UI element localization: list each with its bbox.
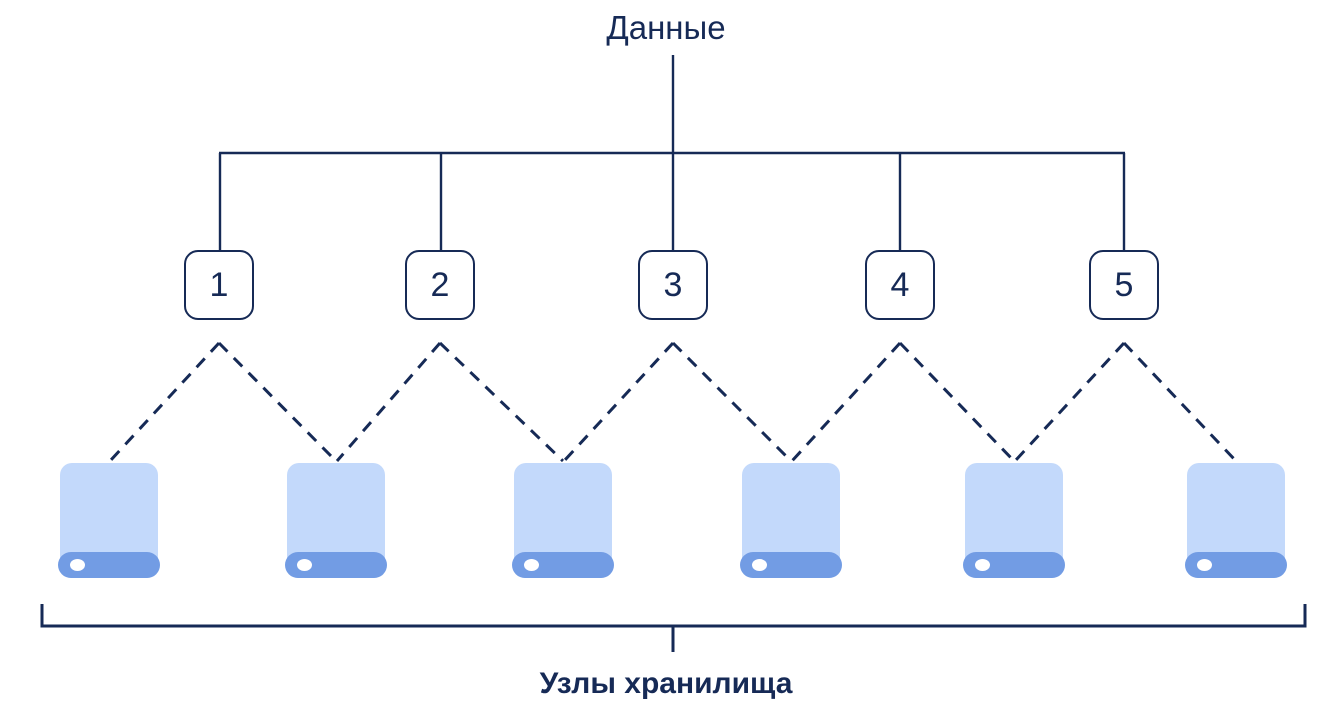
shard-box-label: 2: [430, 266, 450, 304]
link-5-a: [1013, 341, 1126, 463]
storage-node-2[interactable]: [285, 463, 387, 578]
storage-node-5[interactable]: [963, 463, 1065, 578]
data-bus: [218, 55, 1126, 250]
storage-node-led-icon: [1197, 559, 1212, 571]
link-1-b: [217, 341, 338, 463]
storage-node-6[interactable]: [1185, 463, 1287, 578]
storage-node-base: [512, 552, 614, 578]
storage-node-base: [1185, 552, 1287, 578]
bracket-path: [40, 604, 1307, 628]
link-3-b: [671, 341, 793, 463]
storage-node-led-icon: [297, 559, 312, 571]
shard-box-1[interactable]: 1: [184, 250, 254, 320]
shard-box-5[interactable]: 5: [1089, 250, 1159, 320]
storage-node-4[interactable]: [740, 463, 842, 578]
link-1-a: [108, 341, 221, 463]
link-4-a: [790, 341, 902, 463]
shard-box-3[interactable]: 3: [638, 250, 708, 320]
storage-node-led-icon: [524, 559, 539, 571]
link-2-b: [438, 341, 565, 463]
storage-group-caption: Узлы хранилища: [539, 667, 793, 700]
link-3-a: [562, 341, 675, 463]
shard-box-2[interactable]: 2: [405, 250, 475, 320]
shard-box-label: 3: [663, 266, 683, 304]
storage-node-1[interactable]: [58, 463, 160, 578]
link-4-b: [898, 341, 1016, 463]
storage-node-base: [963, 552, 1065, 578]
link-2-a: [335, 342, 442, 462]
shard-box-label: 1: [209, 266, 229, 304]
shard-box-4[interactable]: 4: [865, 250, 935, 320]
shard-box-label: 4: [890, 266, 910, 304]
storage-group-bracket: [40, 604, 1307, 652]
page-title: Данные: [606, 9, 726, 46]
storage-node-3[interactable]: [512, 463, 614, 578]
storage-node-led-icon: [70, 559, 85, 571]
link-5-b: [1122, 341, 1238, 463]
storage-node-led-icon: [752, 559, 767, 571]
storage-node-base: [58, 552, 160, 578]
shard-node-links: [108, 341, 1238, 463]
shard-box-label: 5: [1114, 266, 1134, 304]
storage-node-led-icon: [975, 559, 990, 571]
storage-node-base: [740, 552, 842, 578]
storage-node-base: [285, 552, 387, 578]
